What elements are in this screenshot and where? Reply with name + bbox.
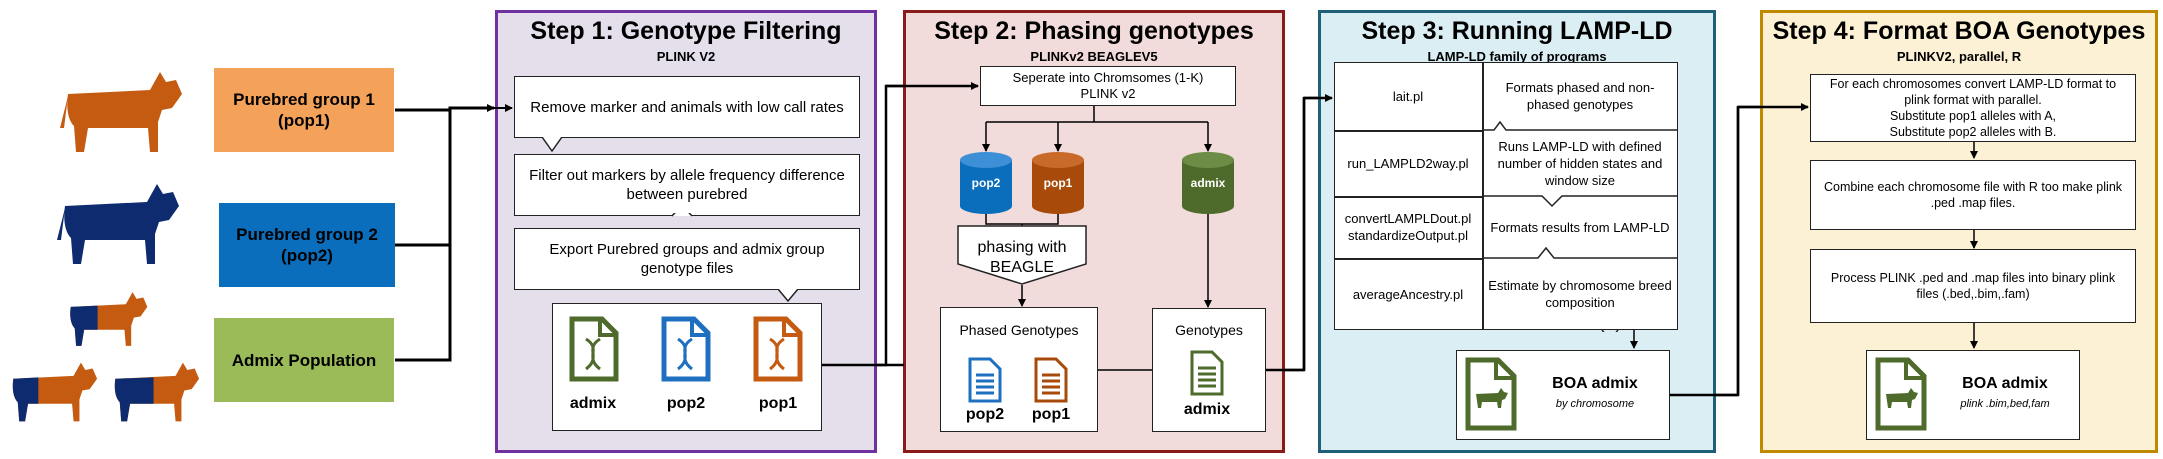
step1-file-label: admix [569, 395, 617, 412]
table-callouts [1482, 120, 1678, 332]
pop2-box: Purebred group 2 (pop2) [219, 203, 395, 287]
callout-tail [541, 137, 563, 153]
table-divider [1334, 130, 1482, 132]
step4-box-3: Process PLINK .ped and .map files into b… [1810, 249, 2136, 323]
description-cell: Estimate by chromosome breed composition [1488, 278, 1672, 310]
phased-title: Phased Genotypes [959, 322, 1079, 338]
dna-file-icon [569, 316, 619, 382]
program-cell: convertLAMPLDout.pl standardizeOutput.pl [1344, 211, 1472, 243]
description-cell: Formats results from LAMP-LD [1490, 219, 1670, 235]
document-icon [1190, 350, 1224, 396]
step1-title: Step 1: Genotype Filtering [530, 17, 842, 45]
pop1-box: Purebred group 1 (pop1) [214, 68, 394, 152]
step1-box-2: Filter out markers by allele frequency d… [514, 154, 860, 216]
phased-box [940, 307, 1098, 432]
callout-tail [671, 213, 693, 217]
step4-result-title: BOA admix [1962, 375, 2048, 392]
step2-subtitle: PLINKv2 BEAGLEV5 [1030, 49, 1158, 64]
step1-box-3: Export Purebred groups and admix group g… [514, 228, 860, 290]
step2-title: Step 2: Phasing genotypes [934, 17, 1254, 45]
database-icon: admix [1182, 152, 1234, 214]
database-icon: pop1 [1032, 152, 1084, 214]
dna-file-icon [661, 316, 711, 382]
phasing-pentagon [957, 225, 1087, 285]
cow-file-icon [1465, 357, 1517, 431]
step3-result-title: BOA admix [1552, 375, 1638, 392]
cow-icon [12, 362, 98, 422]
description-cell: Runs LAMP-LD with defined number of hidd… [1497, 138, 1663, 188]
step4-box-2: Combine each chromosome file with R too … [1810, 160, 2136, 230]
step1-subtitle: PLINK V2 [656, 49, 716, 64]
program-cell: averageAncestry.pl [1352, 286, 1464, 302]
phased-file-label: pop1 [1031, 406, 1071, 423]
step4-subtitle: PLINKV2, parallel, R [1896, 49, 2022, 64]
connector-admix [395, 110, 452, 362]
step1-box-1: Remove marker and animals with low call … [514, 76, 860, 138]
cow-icon [60, 72, 182, 152]
cow-icon [70, 292, 148, 346]
step4-title: Step 4: Format BOA Genotypes [1772, 17, 2146, 45]
description-cell: Formats phased and non-phased genotypes [1505, 80, 1655, 112]
program-cell: lait.pl [1392, 88, 1424, 104]
separate-box: Seperate into Chromsomes (1-K) PLINK v2 [980, 66, 1236, 106]
table-divider [1334, 258, 1482, 260]
cow-icon [57, 184, 179, 264]
cow-file-icon [1875, 357, 1927, 431]
step1-file-label: pop2 [666, 395, 706, 412]
database-icon: pop2 [960, 152, 1012, 214]
table-divider [1334, 196, 1482, 198]
dna-file-icon [753, 316, 803, 382]
phasing-label: phasing with BEAGLE [977, 239, 1067, 276]
step1-file-label: pop1 [758, 395, 798, 412]
genotypes-title: Genotypes [1175, 322, 1243, 338]
admix-box: Admix Population [214, 318, 394, 402]
step3-title: Step 3: Running LAMP-LD [1361, 17, 1673, 45]
document-icon [1034, 357, 1068, 403]
program-cell: run_LAMPLD2way.pl [1347, 155, 1469, 171]
genotypes-file-label: admix [1183, 401, 1231, 418]
step3-subtitle: LAMP-LD family of programs [1427, 49, 1607, 64]
document-icon [968, 357, 1002, 403]
callout-tail [777, 289, 799, 303]
step4-result-sub: plink .bim,bed,fam [1960, 398, 2050, 410]
connector-pop2 [395, 110, 452, 247]
cow-icon [114, 362, 200, 422]
step4-box-1: For each chromosomes convert LAMP-LD for… [1810, 74, 2136, 142]
phased-file-label: pop2 [965, 406, 1005, 423]
step3-result-sub: by chromosome [1555, 398, 1635, 410]
